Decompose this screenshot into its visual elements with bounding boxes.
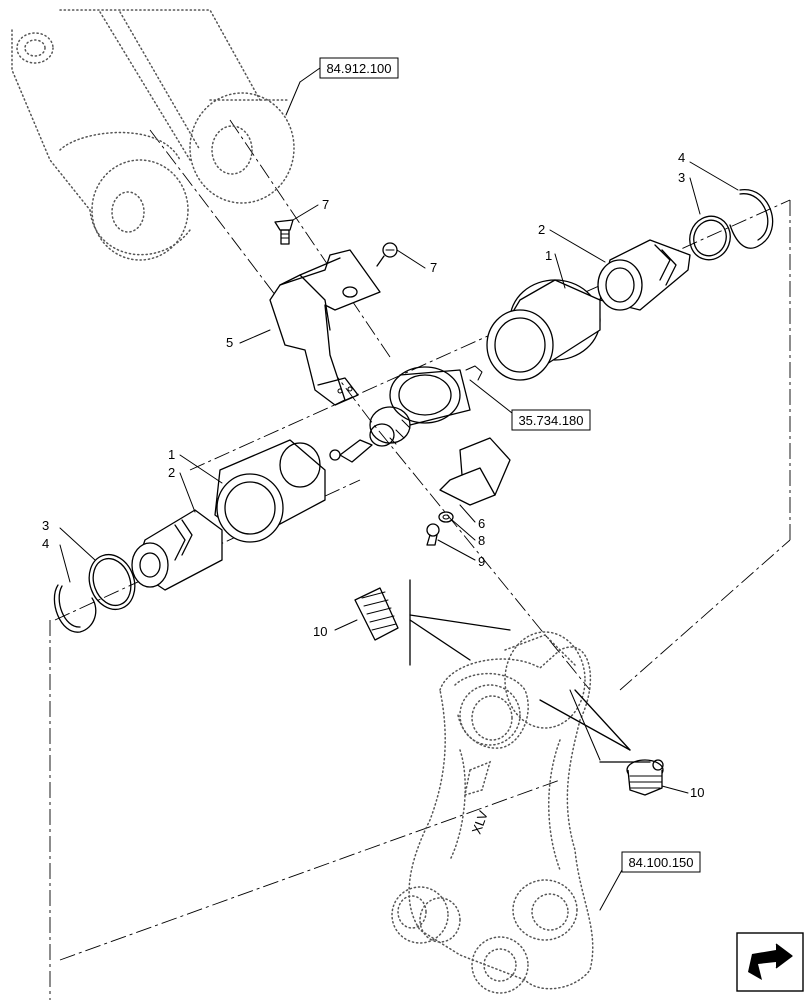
ring-4-right: 4 — [678, 150, 774, 249]
svg-text:2: 2 — [168, 465, 175, 480]
svg-text:10: 10 — [313, 624, 327, 639]
arm-marking: XLV — [469, 808, 491, 836]
pin-2-left: 2 — [131, 465, 223, 591]
grease-fitting-10-left: 10 — [313, 587, 399, 641]
svg-text:2: 2 — [538, 222, 545, 237]
reference-label: 84.100.150 — [628, 855, 693, 870]
reference-label: 35.734.180 — [518, 413, 583, 428]
section-indicators — [409, 579, 651, 763]
svg-text:5: 5 — [226, 335, 233, 350]
svg-text:7: 7 — [322, 197, 329, 212]
guard-plate-5: 5 — [226, 249, 381, 406]
ring-3-left: 3 — [42, 518, 136, 611]
reference-35-734-180: 35.734.180 — [511, 409, 591, 431]
clip-6: 6 — [439, 437, 511, 531]
grease-fitting-10-right: 10 — [626, 759, 704, 800]
svg-text:7: 7 — [430, 260, 437, 275]
svg-text:1: 1 — [168, 447, 175, 462]
ring-3-right: 3 — [678, 170, 731, 261]
arrow-navigation-icon[interactable] — [736, 932, 804, 992]
reference-84-912-100: 84.912.100 — [285, 57, 399, 116]
svg-text:9: 9 — [478, 554, 485, 569]
lower-link-arm: XLV — [391, 631, 601, 994]
upper-boom-phantom — [11, 9, 295, 261]
screw-9: 9 — [426, 523, 485, 569]
pin-2-right: 2 — [538, 222, 691, 311]
svg-text:10: 10 — [690, 785, 704, 800]
reference-label: 84.912.100 — [326, 61, 391, 76]
bushing-1-right: 1 — [486, 248, 601, 381]
ring-4-left: 4 — [42, 536, 97, 633]
svg-text:8: 8 — [478, 533, 485, 548]
screw-7-left: 7 — [274, 197, 329, 245]
screw-7-right: 7 — [376, 242, 437, 275]
center-pin-assembly — [329, 365, 513, 463]
svg-text:3: 3 — [42, 518, 49, 533]
svg-text:1: 1 — [545, 248, 552, 263]
svg-text:3: 3 — [678, 170, 685, 185]
washer-8: 8 — [438, 511, 485, 548]
svg-text:4: 4 — [42, 536, 49, 551]
bushing-1-left: 1 — [168, 439, 326, 543]
svg-text:4: 4 — [678, 150, 685, 165]
svg-text:6: 6 — [478, 516, 485, 531]
reference-84-100-150: 84.100.150 — [599, 851, 701, 911]
